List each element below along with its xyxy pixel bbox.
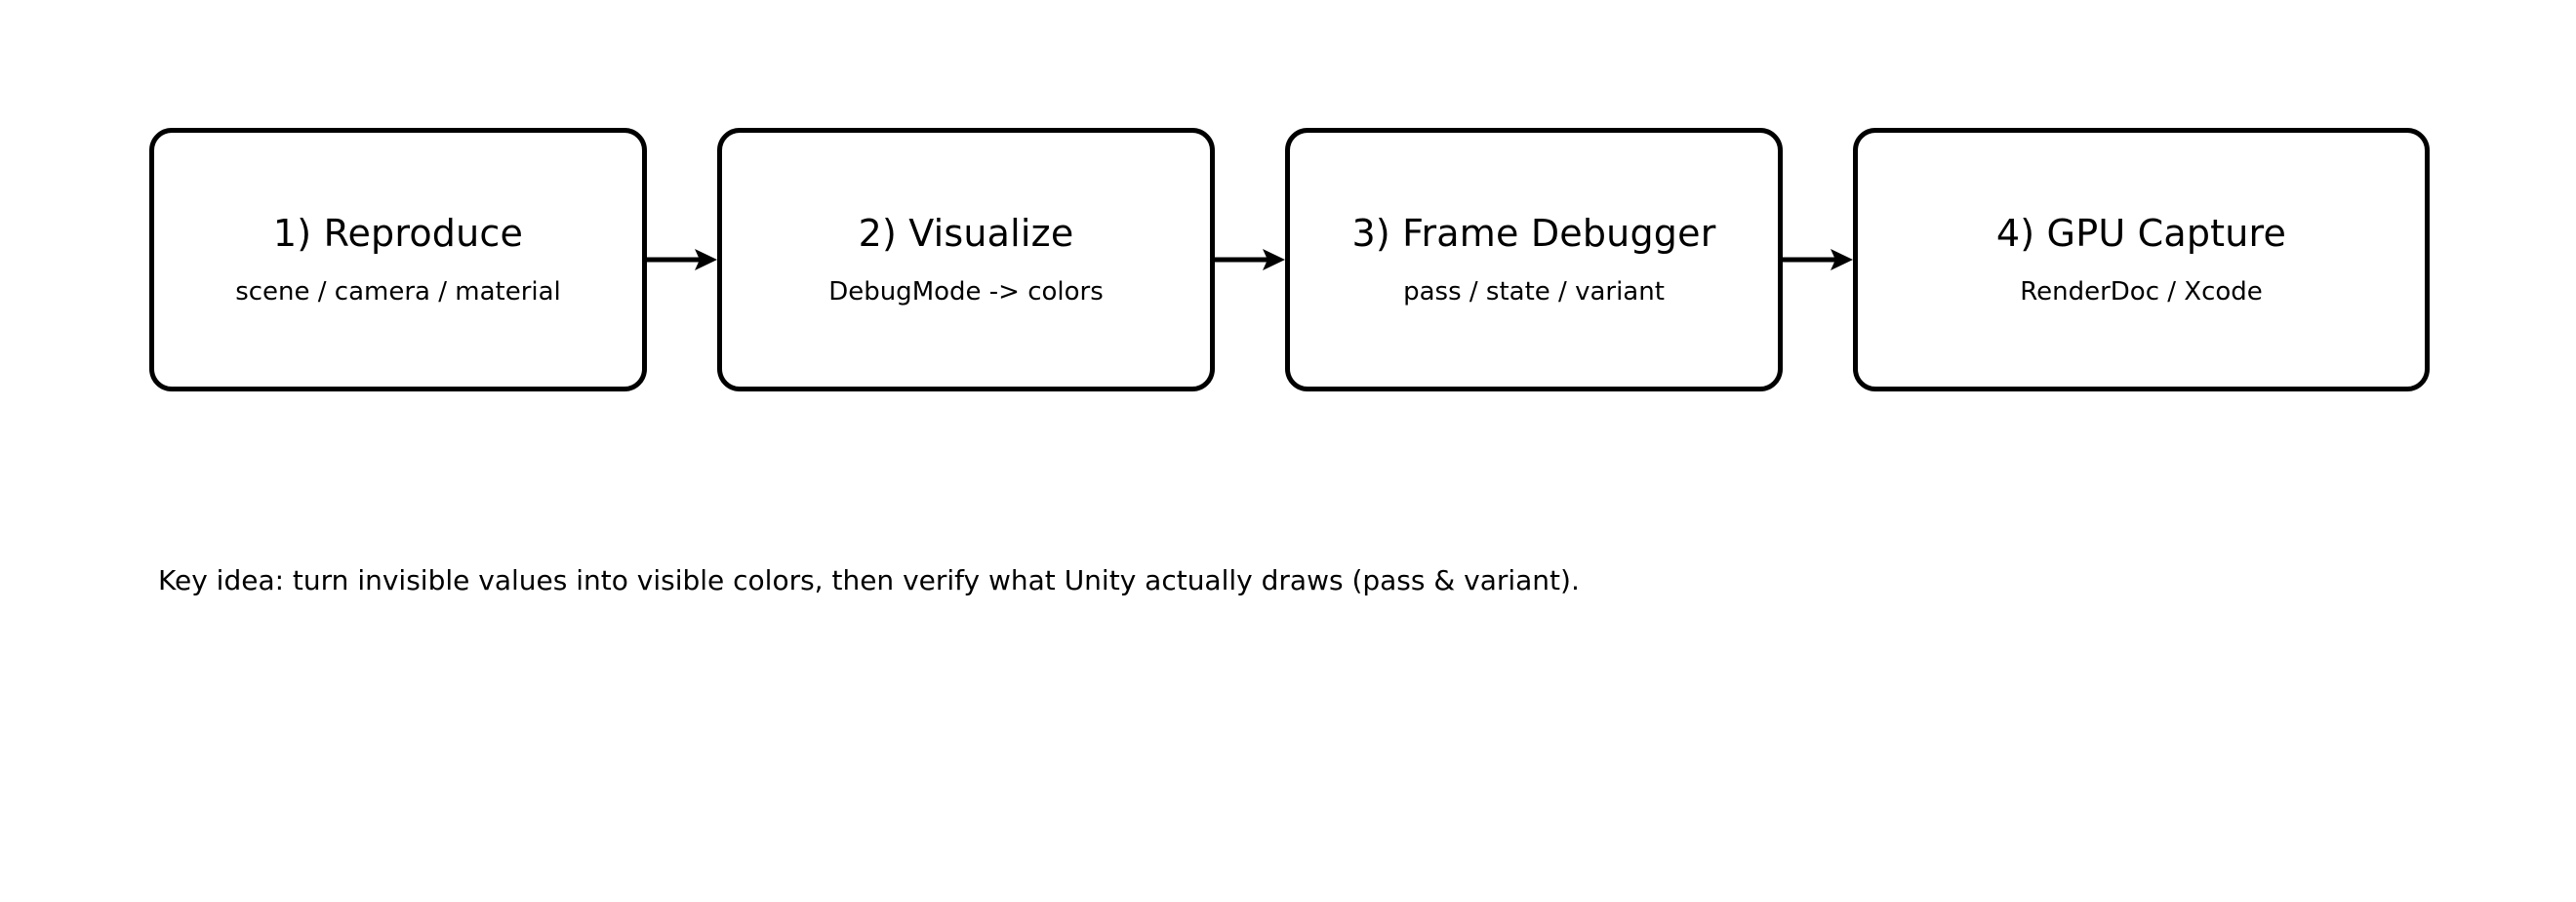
flow-node-reproduce[interactable]: 1) Reproduce scene / camera / material — [149, 128, 647, 391]
arrow-right-icon — [1783, 249, 1853, 270]
flow-node-subtitle: scene / camera / material — [235, 277, 561, 307]
flow-node-subtitle: DebugMode -> colors — [828, 277, 1104, 307]
connector-visualize-to-frame-debugger — [1215, 128, 1285, 391]
connector-frame-debugger-to-gpu-capture — [1783, 128, 1853, 391]
connector-reproduce-to-visualize — [647, 128, 717, 391]
flow-node-subtitle: pass / state / variant — [1403, 277, 1665, 307]
flow-node-title: 1) Reproduce — [272, 212, 524, 255]
arrow-right-icon — [1215, 249, 1285, 270]
flow-node-title: 2) Visualize — [858, 212, 1074, 255]
flow-node-title: 4) GPU Capture — [1995, 212, 2287, 255]
flow-node-frame-debugger[interactable]: 3) Frame Debugger pass / state / variant — [1285, 128, 1783, 391]
arrow-right-icon — [647, 249, 717, 270]
flow-node-gpu-capture[interactable]: 4) GPU Capture RenderDoc / Xcode — [1853, 128, 2430, 391]
flow-node-visualize[interactable]: 2) Visualize DebugMode -> colors — [717, 128, 1215, 391]
flow-row: 1) Reproduce scene / camera / material 2… — [149, 128, 2430, 391]
diagram-caption: Key idea: turn invisible values into vis… — [158, 564, 1580, 596]
flow-node-subtitle: RenderDoc / Xcode — [2020, 277, 2263, 307]
flow-node-title: 3) Frame Debugger — [1351, 212, 1716, 255]
